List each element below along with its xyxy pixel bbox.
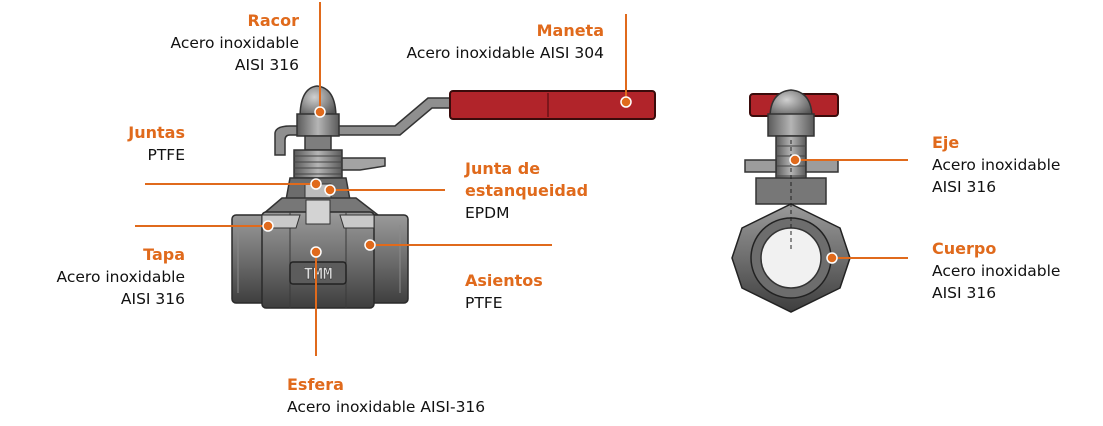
racor-line-1: Acero inoxidable bbox=[170, 34, 299, 52]
label-tapa: Tapa Acero inoxidable AISI 316 bbox=[57, 244, 185, 310]
esfera-title: Esfera bbox=[287, 375, 344, 394]
juntas-title: Juntas bbox=[128, 123, 185, 142]
junta-estanqueidad-title-1: Junta de bbox=[465, 159, 541, 178]
handle-grip bbox=[449, 90, 656, 120]
juntas-line-1: PTFE bbox=[147, 146, 185, 164]
asientos-title: Asientos bbox=[465, 271, 543, 290]
tapa-line-1: Acero inoxidable bbox=[56, 268, 185, 286]
label-racor: Racor Acero inoxidable AISI 316 bbox=[171, 10, 299, 76]
label-asientos: Asientos PTFE bbox=[465, 270, 543, 314]
esfera-line-1: Acero inoxidable AISI-316 bbox=[287, 398, 486, 416]
label-esfera: Esfera Acero inoxidable AISI-316 bbox=[287, 374, 485, 418]
eje-line-1: Acero inoxidable bbox=[932, 156, 1061, 174]
maneta-line-1: Acero inoxidable AISI 304 bbox=[406, 44, 605, 62]
front-valve: TMM bbox=[231, 85, 656, 309]
tapa-line-2: AISI 316 bbox=[120, 290, 185, 308]
tapa-title: Tapa bbox=[143, 245, 185, 264]
cuerpo-line-2: AISI 316 bbox=[932, 284, 997, 302]
eje-line-2: AISI 316 bbox=[932, 178, 997, 196]
label-eje: Eje Acero inoxidable AISI 316 bbox=[932, 132, 1060, 198]
label-maneta: Maneta Acero inoxidable AISI 304 bbox=[407, 20, 605, 64]
leader-lines bbox=[135, 2, 908, 356]
eje-title: Eje bbox=[932, 133, 960, 152]
junta-estanqueidad-title-2: estanqueidad bbox=[465, 181, 589, 200]
junta-estanqueidad-line-1: EPDM bbox=[465, 204, 510, 222]
leader-dots bbox=[262, 96, 838, 264]
cuerpo-title: Cuerpo bbox=[932, 239, 997, 258]
racor-title: Racor bbox=[247, 11, 299, 30]
label-junta-estanqueidad: Junta de estanqueidad EPDM bbox=[465, 158, 588, 224]
label-cuerpo: Cuerpo Acero inoxidable AISI 316 bbox=[932, 238, 1060, 304]
maneta-title: Maneta bbox=[536, 21, 604, 40]
cuerpo-line-1: Acero inoxidable bbox=[932, 262, 1061, 280]
label-juntas: Juntas PTFE bbox=[128, 122, 185, 166]
asientos-line-1: PTFE bbox=[465, 294, 503, 312]
side-valve bbox=[731, 89, 851, 313]
brand-mark: TMM bbox=[304, 264, 333, 283]
racor-line-2: AISI 316 bbox=[234, 56, 299, 74]
